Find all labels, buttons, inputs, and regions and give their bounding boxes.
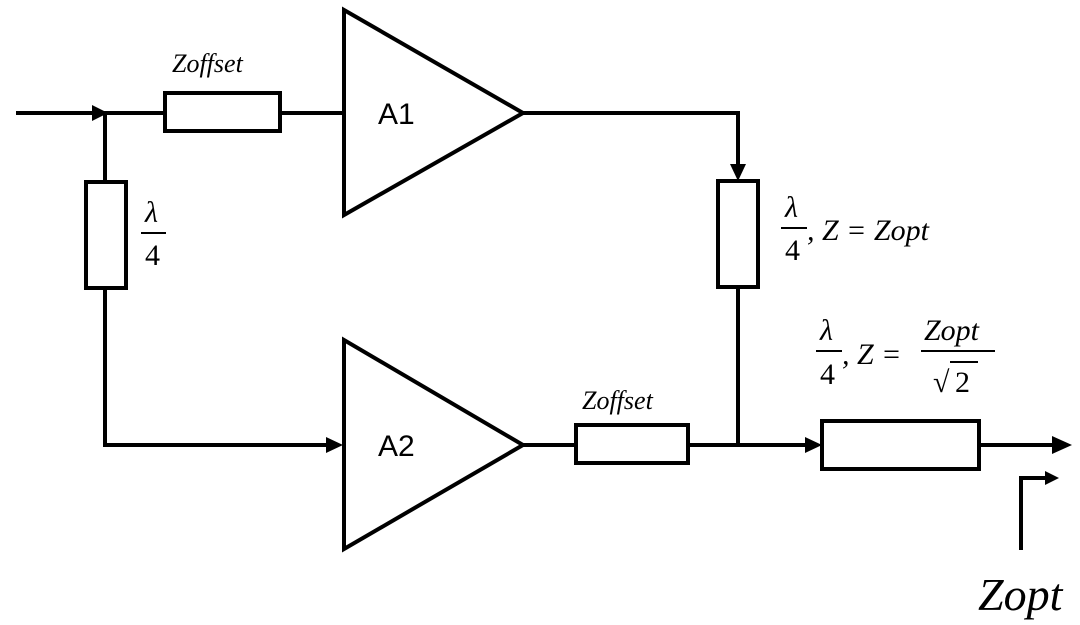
- quarter-wave-line-a1: [716, 179, 760, 289]
- input-arrow: [92, 105, 108, 121]
- transformer-lambda: λ: [819, 314, 833, 347]
- output-impedance-label: Zopt: [978, 569, 1064, 620]
- offset-label-top: Zoffset: [172, 49, 244, 78]
- amplifier-a2: [342, 336, 527, 553]
- a1-line-denominator: 4: [785, 234, 800, 267]
- combine-arrow: [805, 437, 822, 453]
- amplifier-a1: [342, 6, 528, 219]
- splitter-denominator: 4: [145, 239, 160, 272]
- quarter-wave-splitter: [84, 180, 128, 290]
- a2-input-arrow: [326, 437, 343, 453]
- amplifier-a2-label: A2: [378, 430, 415, 463]
- impedance-marker-arrow: [1045, 471, 1059, 485]
- a1-line-lambda: λ: [784, 191, 798, 224]
- transformer-z-numerator: Zopt: [924, 314, 980, 347]
- splitter-lambda: λ: [144, 196, 158, 229]
- splitter-to-a2-wire: [103, 286, 332, 447]
- a1-output-wire: [521, 111, 740, 167]
- a1-line-impedance: , Z = Zopt: [807, 214, 930, 247]
- output-transformer: [820, 419, 981, 471]
- amplifier-a1-label: A1: [378, 98, 415, 131]
- a1-output-arrow: [730, 164, 746, 181]
- offset-label-bottom: Zoffset: [582, 386, 654, 415]
- impedance-marker: [1019, 476, 1049, 550]
- transformer-z-eq: , Z =: [842, 338, 901, 371]
- output-arrow: [1052, 436, 1072, 454]
- transformer-sqrt-symbol: √: [933, 366, 950, 399]
- transformer-denominator: 4: [820, 358, 835, 391]
- transformer-sqrt-value: 2: [955, 366, 970, 399]
- offset-resistor-a2: [574, 423, 690, 465]
- offset-resistor-a1: [163, 91, 282, 133]
